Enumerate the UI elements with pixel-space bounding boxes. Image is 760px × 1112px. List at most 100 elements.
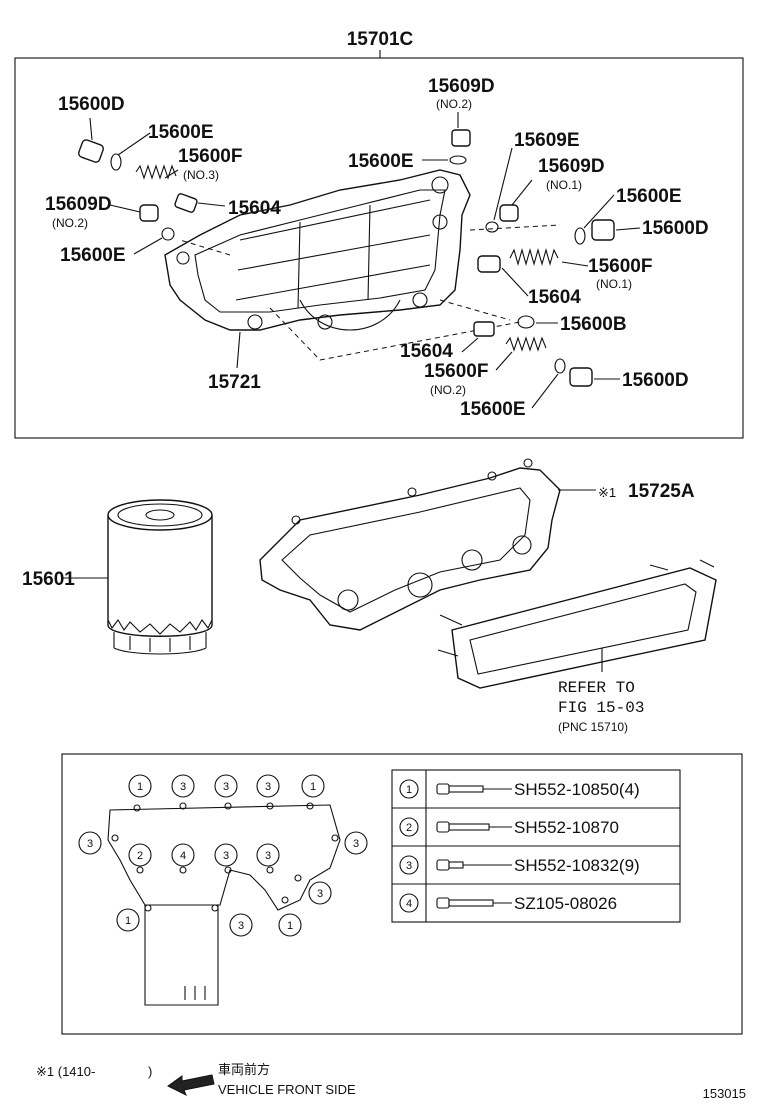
spring-15600F-no1 — [509, 247, 559, 267]
bolt-legend-row: 2 SH552-10870 — [399, 817, 619, 837]
refer-line1: REFER TO — [558, 679, 635, 697]
label-15609D-b: 15609D — [428, 76, 495, 97]
gasket-15600E-left2 — [161, 227, 175, 241]
gasket-15725A — [259, 458, 561, 631]
refer-line3: (PNC 15710) — [558, 720, 628, 734]
bolt-layout-outline — [107, 802, 341, 1006]
mark-15725A: ※1 — [598, 485, 616, 500]
label-15721: 15721 — [208, 372, 261, 393]
oil-cooler-element — [437, 559, 717, 689]
bolt-callout: 3 — [78, 831, 102, 855]
legend-part: SZ105-08026 — [514, 894, 617, 913]
svg-text:3: 3 — [353, 838, 359, 850]
bolt-legend-row: 1 SH552-10850(4) — [399, 779, 640, 799]
bolt-frame — [61, 753, 743, 1035]
oil-cooler-body — [164, 169, 471, 331]
svg-text:1: 1 — [137, 781, 143, 793]
label-15609E: 15609E — [514, 130, 580, 151]
svg-text:3: 3 — [265, 850, 271, 862]
bolt-callout: 3 — [256, 843, 280, 867]
bolt-callout: 3 — [256, 774, 280, 798]
label-15604-a: 15604 — [228, 198, 281, 219]
legend-part: SH552-10850(4) — [514, 780, 640, 799]
footnote-mark: ※1 (1410- — [36, 1064, 95, 1079]
gasket-15600E-lower — [554, 358, 566, 374]
label-15600E-b: 15600E — [60, 245, 126, 266]
plug-15609D-right — [499, 204, 519, 222]
note-15600F-c: (NO.2) — [430, 383, 466, 397]
label-15600D-b: 15600D — [642, 218, 709, 239]
bolt-callout: 3 — [171, 774, 195, 798]
figure-number: 153015 — [703, 1086, 746, 1101]
note-15600F-a: (NO.3) — [183, 168, 219, 182]
legend-part: SH552-10870 — [514, 818, 619, 837]
footnote-en: VEHICLE FRONT SIDE — [218, 1082, 356, 1097]
bolt-callout: 1 — [116, 908, 140, 932]
bolt-callout: 3 — [308, 881, 332, 905]
spring-15600F-no2 — [505, 336, 547, 352]
plug-15600D-right — [591, 219, 615, 241]
spring-15600F-no3 — [135, 164, 177, 180]
gasket-15600E-top — [449, 155, 467, 165]
svg-text:4: 4 — [180, 850, 186, 862]
svg-text:1: 1 — [310, 781, 316, 793]
bolt-callout: 1 — [301, 774, 325, 798]
vehicle-front-arrow-icon — [167, 1074, 215, 1097]
assembly-frame — [14, 57, 744, 439]
footnote-jp: 車両前方 — [218, 1062, 270, 1077]
note-15609D-a: (NO.2) — [52, 216, 88, 230]
label-15609D-a: 15609D — [45, 194, 112, 215]
bolt-callout: 3 — [344, 831, 368, 855]
legend-num: 1 — [406, 784, 412, 796]
label-15604-c: 15604 — [400, 341, 453, 362]
svg-text:3: 3 — [87, 838, 93, 850]
plug-15609D-top — [451, 129, 471, 147]
bolt-legend-table — [391, 769, 681, 923]
svg-text:3: 3 — [180, 781, 186, 793]
bolt-callout: 4 — [171, 843, 195, 867]
legend-num: 2 — [406, 822, 412, 834]
assembly-number: 15701C — [347, 29, 414, 50]
note-15609D-b: (NO.2) — [436, 97, 472, 111]
footnote-close: ) — [148, 1064, 152, 1079]
plug-15600D-left — [78, 139, 104, 163]
legend-num: 3 — [406, 860, 412, 872]
oil-filter — [107, 499, 213, 655]
label-15609D-c: 15609D — [538, 156, 605, 177]
label-15600D-c: 15600D — [622, 370, 689, 391]
label-15600E-e: 15600E — [460, 399, 526, 420]
svg-text:1: 1 — [287, 920, 293, 932]
bolt-callout: 2 — [128, 843, 152, 867]
o-ring-15600B — [517, 315, 535, 329]
label-15600E-c: 15600E — [348, 151, 414, 172]
svg-text:3: 3 — [223, 850, 229, 862]
valve-15604-right — [477, 255, 501, 273]
svg-text:1: 1 — [125, 915, 131, 927]
svg-text:3: 3 — [238, 920, 244, 932]
gasket-15600E-left — [110, 153, 122, 171]
legend-num: 4 — [406, 898, 412, 910]
gasket-15600E-right — [574, 227, 586, 245]
label-15600F-b: 15600F — [588, 256, 652, 277]
label-15600E-d: 15600E — [616, 186, 682, 207]
svg-text:3: 3 — [317, 888, 323, 900]
bolt-callout: 1 — [278, 913, 302, 937]
svg-text:2: 2 — [137, 850, 143, 862]
bolt-callout: 1 — [128, 774, 152, 798]
refer-line2: FIG 15-03 — [558, 699, 644, 717]
valve-15604-left — [174, 193, 198, 213]
valve-15604-lower — [473, 321, 495, 337]
svg-text:3: 3 — [265, 781, 271, 793]
label-15600F-a: 15600F — [178, 146, 242, 167]
gasket-15609E — [485, 221, 499, 233]
bolt-callout: 3 — [214, 843, 238, 867]
label-15600F-c: 15600F — [424, 361, 488, 382]
label-15600D-a: 15600D — [58, 94, 125, 115]
label-15600B: 15600B — [560, 314, 627, 335]
label-15725A: 15725A — [628, 481, 695, 502]
bolt-legend-row: 4 SZ105-08026 — [399, 893, 617, 913]
plug-15600D-lower — [569, 367, 593, 387]
label-15601: 15601 — [22, 569, 75, 590]
legend-part: SH552-10832(9) — [514, 856, 640, 875]
